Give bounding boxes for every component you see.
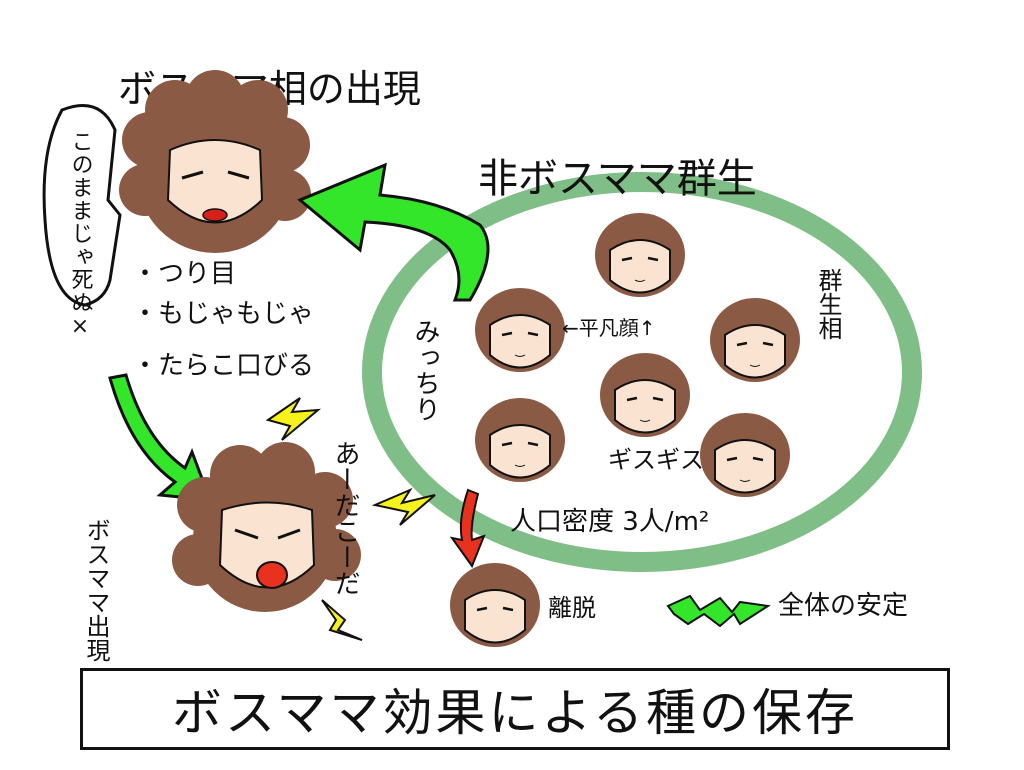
exclamation-text: あーだこーだ	[330, 440, 360, 596]
trait-1: ・つり目	[132, 259, 236, 289]
boss-mama-face	[119, 70, 311, 253]
lightning-bolt-3	[322, 600, 362, 640]
lightning-bolt-1	[268, 398, 318, 440]
colony-phase-label: 群生相	[814, 268, 842, 340]
density-label: 人口密度 3人/m²	[510, 507, 709, 537]
colony-title: 非ボスママ群生	[478, 156, 757, 202]
boss-appear-label: ボスママ出現	[82, 518, 110, 662]
speech-bubble-text: このままじゃ死ぬ×	[68, 130, 94, 340]
trait-2: ・もじゃもじゃ	[132, 299, 314, 329]
trait-3: ・たらこ口びる	[132, 351, 314, 381]
jostle-label: ギスギス	[608, 446, 704, 474]
colony-side-label: みっちり	[410, 318, 440, 422]
caption-text: ボスママ効果による種の保存	[172, 673, 858, 745]
leave-label: 離脱	[548, 594, 596, 622]
zigzag-arrow	[668, 596, 768, 626]
stability-label: 全体の安定	[778, 591, 908, 621]
flat-face-label: ←平凡顔↑	[562, 316, 656, 340]
caption-box: ボスママ効果による種の保存	[80, 668, 950, 750]
departing-face	[450, 563, 540, 647]
